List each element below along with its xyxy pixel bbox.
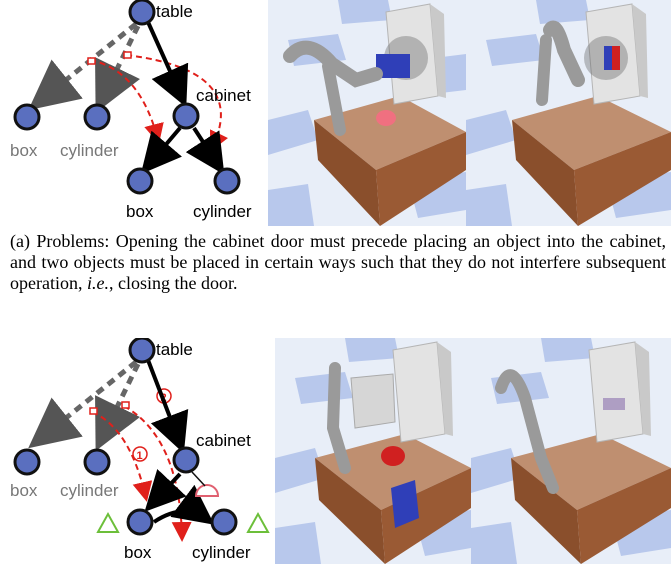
- edge-table-left-cylinder: [95, 24, 141, 113]
- label-table: table: [156, 340, 193, 359]
- node-child-cylinder: [213, 167, 241, 195]
- label-cabinet: cabinet: [196, 431, 251, 450]
- caption-a-prefix: (a) Problems: Opening the cabinet door m…: [10, 231, 666, 293]
- node-left-cylinder: [83, 103, 111, 131]
- node-left-box: [13, 103, 41, 131]
- red-cylinder: [376, 110, 396, 126]
- blue-object: [604, 46, 612, 70]
- red-marker-1: [87, 57, 96, 65]
- label-left-cylinder: cylinder: [60, 481, 119, 500]
- label-left-cylinder: cylinder: [60, 141, 119, 160]
- label-table: table: [156, 2, 193, 21]
- robot-arm: [495, 369, 559, 494]
- node-table: [128, 338, 156, 364]
- label-cabinet: cabinet: [196, 86, 251, 105]
- robot-arm: [543, 20, 585, 87]
- red-cylinder: [381, 446, 405, 466]
- node-cabinet: [172, 102, 200, 130]
- label-left-box: box: [10, 141, 38, 160]
- edge-box-cylinder: [152, 484, 215, 525]
- open-cabinet-door: [350, 373, 396, 429]
- figure-panel-a: table cabinet box cylinder box cylinder: [0, 0, 671, 226]
- node-left-box: [13, 448, 41, 476]
- label-child-box: box: [124, 543, 152, 562]
- robot-render-a1: [268, 0, 466, 226]
- red-dashed-curve-1: [91, 411, 153, 502]
- step-1-marker: 1: [132, 446, 148, 462]
- cabinet: [392, 341, 446, 443]
- blue-box: [391, 480, 419, 528]
- robot-arm: [326, 362, 351, 474]
- label-child-box: box: [126, 202, 154, 221]
- scene-graph-a: table cabinet box cylinder box cylinder: [10, 0, 252, 221]
- red-dashed-curve-2: [123, 405, 192, 542]
- red-marker-1: [89, 407, 98, 415]
- figure-panel-b: 1 2 table cabinet box cylinder box cylin…: [0, 338, 671, 564]
- robot-render-a2: [466, 0, 671, 226]
- node-left-cylinder: [83, 448, 111, 476]
- caption-panel-a: (a) Problems: Opening the cabinet door m…: [10, 231, 666, 294]
- node-child-cylinder: [210, 508, 238, 536]
- node-table: [128, 0, 156, 26]
- node-cabinet: [172, 446, 200, 474]
- edge-table-left-cylinder: [95, 362, 141, 451]
- edge-table-left-box: [28, 360, 138, 449]
- edge-cabinet-box: [144, 468, 187, 512]
- red-dashed-curve-2: [125, 54, 228, 152]
- node-child-box: [126, 508, 154, 536]
- table-top: [512, 96, 671, 170]
- red-marker-2: [121, 401, 130, 409]
- step-1-label: 1: [137, 450, 143, 462]
- edge-table-cabinet: [146, 359, 189, 454]
- edge-cabinet-box: [140, 126, 182, 175]
- red-marker-2: [123, 51, 132, 59]
- node-child-box: [126, 167, 154, 195]
- scene-graph-b: 1 2 table cabinet box cylinder box cylin…: [10, 338, 270, 562]
- table-top: [511, 434, 671, 510]
- edge-table-cabinet: [146, 21, 189, 108]
- edge-table-left-box: [28, 22, 138, 111]
- triangle-marker-left: [96, 511, 120, 533]
- cabinet: [588, 341, 644, 443]
- table-top: [314, 96, 466, 170]
- robot-render-b1: [275, 338, 471, 564]
- table-top: [315, 434, 471, 510]
- red-object: [612, 46, 620, 70]
- label-left-box: box: [10, 481, 38, 500]
- caption-a-ie: i.e.: [86, 273, 109, 293]
- caption-a-suffix: , closing the door.: [108, 273, 238, 293]
- red-dashed-curve-1: [89, 59, 164, 144]
- semicircle-marker: [194, 484, 220, 497]
- label-child-cylinder: cylinder: [193, 202, 252, 221]
- edge-cabinet-cylinder: [185, 126, 225, 175]
- label-child-cylinder: cylinder: [192, 543, 251, 562]
- robot-render-b2: [471, 338, 671, 564]
- triangle-marker-right: [246, 511, 270, 533]
- cabinet-contents: [603, 398, 625, 410]
